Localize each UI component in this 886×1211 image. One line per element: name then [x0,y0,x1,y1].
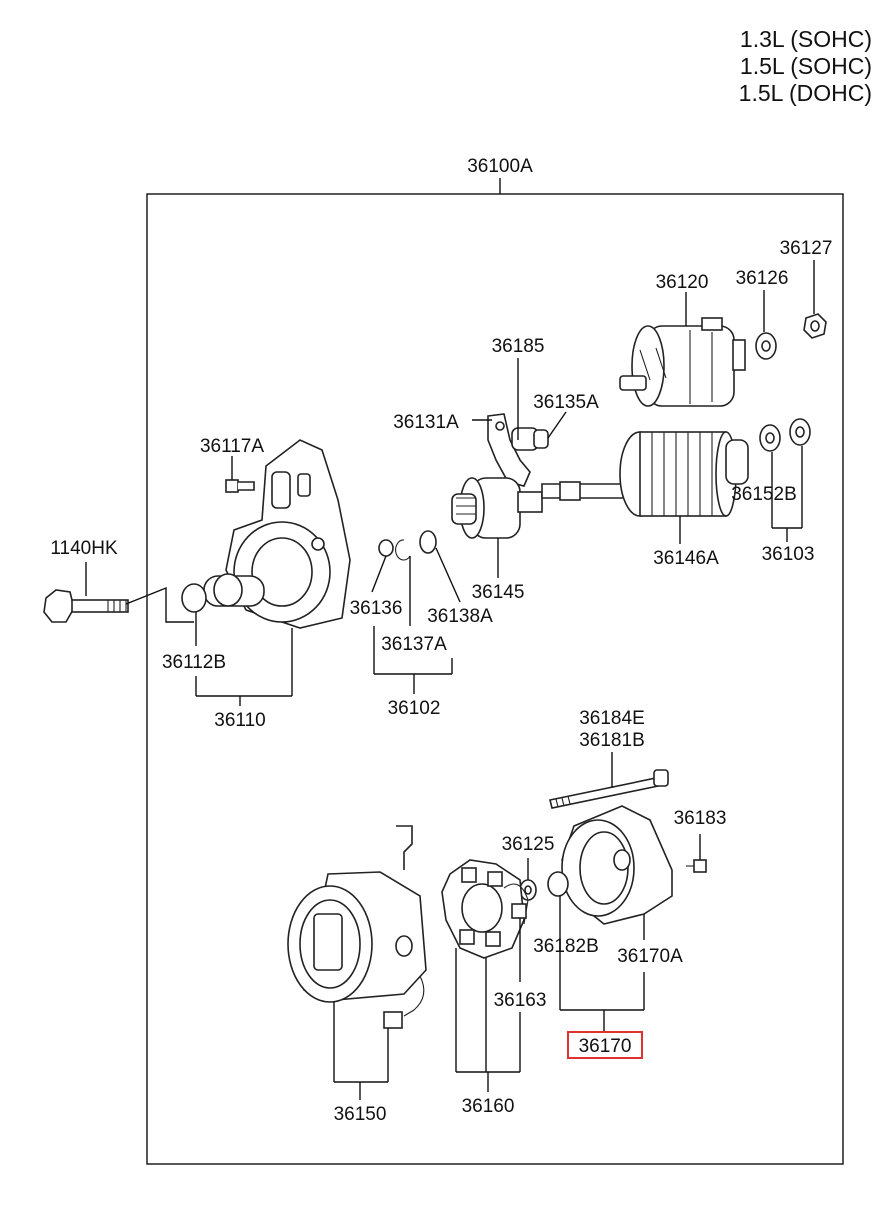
nut-36127[interactable] [803,313,827,339]
label-36185[interactable]: 36185 [492,336,545,357]
through-bolt-1140HK[interactable] [43,589,129,623]
label-36183[interactable]: 36183 [674,808,727,829]
armature[interactable] [541,431,749,517]
label-36110[interactable]: 36110 [214,710,265,731]
label-36152B[interactable]: 36152B [731,484,797,505]
engine-variants: 1.3L (SOHC) 1.5L (SOHC) 1.5L (DOHC) [739,26,872,107]
assembly-frame [146,193,844,1165]
label-36170[interactable]: 36170 [579,1036,632,1057]
label-36120[interactable]: 36120 [656,272,709,293]
rear-bracket[interactable] [561,805,673,925]
engine-variant-2: 1.5L (SOHC) [739,53,872,79]
label-36163[interactable]: 36163 [494,990,547,1011]
washer-36126[interactable] [755,332,777,360]
screw-36117A[interactable] [225,479,255,493]
engine-variant-3: 1.5L (DOHC) [738,80,872,106]
label-36170A[interactable]: 36170A [617,946,683,967]
label-36125[interactable]: 36125 [502,834,555,855]
label-36127[interactable]: 36127 [780,238,833,259]
label-36136[interactable]: 36136 [350,598,403,619]
long-bolt-36181B[interactable] [549,769,669,809]
label-36145[interactable]: 36145 [472,582,525,603]
bushing-36182B[interactable] [547,871,569,897]
shift-lever[interactable] [487,413,549,487]
label-36103[interactable]: 36103 [762,544,815,565]
label-36182B[interactable]: 36182B [533,936,599,957]
label-36150[interactable]: 36150 [334,1104,387,1125]
label-36138A[interactable]: 36138A [427,606,493,627]
engine-variant-1: 1.3L (SOHC) [739,26,872,52]
washer-set-36103[interactable] [759,418,811,452]
brush-holder[interactable] [441,859,529,959]
label-36146A[interactable]: 36146A [653,548,719,569]
yoke-assembly[interactable] [287,825,427,1029]
overrunning-clutch[interactable] [451,477,543,539]
label-36184E[interactable]: 36184E [579,708,645,729]
label-36102[interactable]: 36102 [388,698,441,719]
label-36126[interactable]: 36126 [736,268,789,289]
label-1140HK[interactable]: 1140HK [50,538,118,559]
label-36135A[interactable]: 36135A [533,392,599,413]
highlight-box[interactable] [567,1031,643,1059]
solenoid-switch[interactable] [619,317,746,407]
label-36131A[interactable]: 36131A [393,412,459,433]
front-housing[interactable] [203,439,351,629]
label-36117A[interactable]: 36117A [200,436,264,457]
screw-36183[interactable] [686,859,707,873]
label-36160[interactable]: 36160 [462,1096,515,1117]
label-36112B[interactable]: 36112B [162,652,226,673]
label-36181B[interactable]: 36181B [579,730,645,751]
stop-ring-set[interactable] [378,530,437,561]
label-36100A: 36100A [467,156,533,177]
bushing-36112B[interactable] [181,583,207,613]
label-36137A[interactable]: 36137A [381,634,447,655]
